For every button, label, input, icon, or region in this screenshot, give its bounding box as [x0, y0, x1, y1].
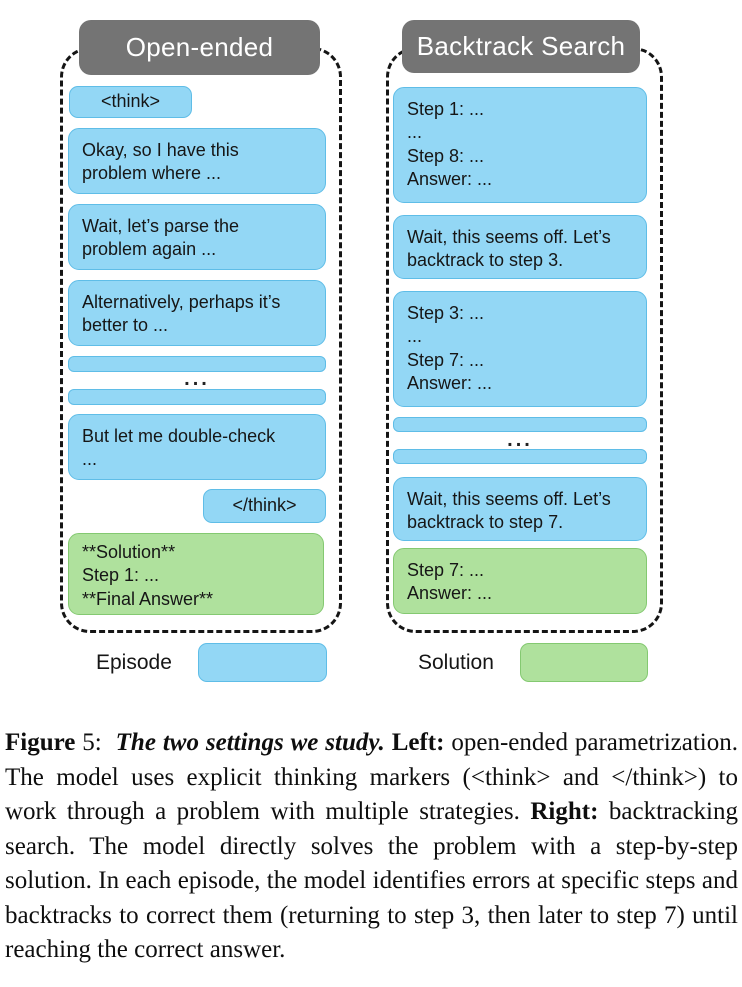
think-open-bubble: <think>	[69, 86, 192, 118]
caption-figure-word: Figure	[5, 729, 76, 756]
episode-bubble: But let me double-check ...	[68, 414, 326, 480]
open-ended-header-label: Open-ended	[125, 32, 274, 62]
backtrack-search-header: Backtrack Search	[402, 20, 640, 73]
collapsed-episode-bar	[68, 356, 326, 372]
collapsed-episode-bar	[68, 389, 326, 405]
open-ended-header: Open-ended	[79, 20, 320, 75]
legend-episode-swatch	[198, 643, 327, 682]
collapsed-episode-bar	[393, 449, 647, 464]
episode-bubble: Alternatively, perhaps it’s better to ..…	[68, 280, 326, 346]
figure-caption: Figure 5: The two settings we study. Lef…	[5, 726, 738, 968]
episode-bubble: Wait, this seems off. Let’s backtrack to…	[393, 477, 647, 541]
ellipsis-separator: ...	[184, 368, 210, 390]
caption-left-text: open-ended parametrization. The model us…	[5, 729, 738, 825]
caption-figure-number: 5:	[75, 729, 109, 756]
caption-lead-sentence: The two settings we study.	[115, 729, 392, 756]
think-close-label: </think>	[232, 495, 297, 516]
think-close-bubble: </think>	[203, 489, 326, 523]
collapsed-episode-bar	[393, 417, 647, 432]
episode-bubble: Wait, this seems off. Let’s backtrack to…	[393, 215, 647, 279]
backtrack-search-header-label: Backtrack Search	[416, 31, 626, 61]
episode-bubble: Step 3: ... ... Step 7: ... Answer: ...	[393, 291, 647, 407]
episode-bubble: Okay, so I have this problem where ...	[68, 128, 326, 194]
legend-solution-swatch	[520, 643, 648, 682]
solution-bubble: **Solution** Step 1: ... **Final Answer*…	[68, 533, 324, 615]
episode-bubble: Wait, let’s parse the problem again ...	[68, 204, 326, 270]
think-open-label: <think>	[100, 91, 161, 112]
ellipsis-separator: ...	[507, 429, 533, 451]
caption-right-text: backtracking search. The model directly …	[5, 798, 738, 963]
solution-bubble: Step 7: ... Answer: ...	[393, 548, 647, 614]
legend-solution-label: Solution	[418, 651, 494, 674]
caption-right-keyword: Right:	[530, 798, 599, 825]
episode-bubble: Step 1: ... ... Step 8: ... Answer: ...	[393, 87, 647, 203]
caption-left-keyword: Left:	[391, 729, 445, 756]
legend-episode-label: Episode	[96, 651, 172, 674]
